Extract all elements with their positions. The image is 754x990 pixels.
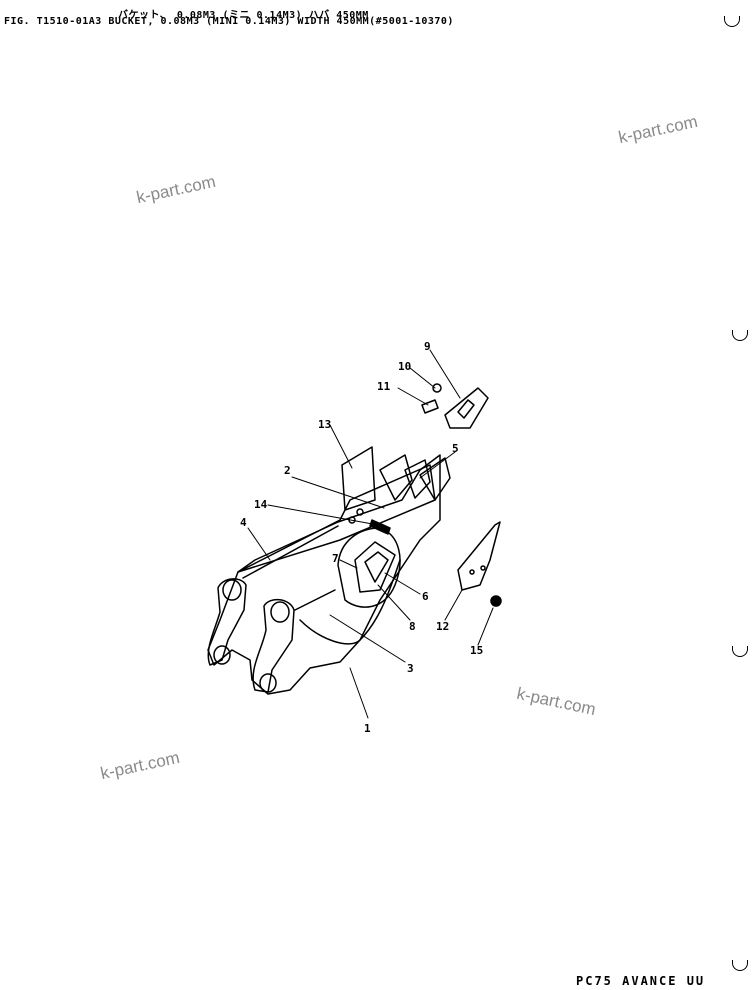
tooth-lock — [432, 383, 442, 393]
callout-11: 11 — [377, 380, 391, 393]
callout-10: 10 — [398, 360, 411, 373]
callout-4: 4 — [240, 516, 247, 529]
binder-hole — [732, 330, 748, 341]
side-strip — [242, 525, 339, 579]
nut — [490, 595, 502, 607]
side-cutter-right — [457, 521, 501, 591]
figure-title-japanese: バケット、 0.08M3 (ミニ 0.14M3) ハバ 450MM — [118, 10, 369, 21]
callout-8: 8 — [409, 620, 416, 633]
tooth — [379, 454, 413, 501]
inner-strip — [294, 589, 336, 611]
bolt — [369, 519, 391, 535]
callout-1: 1 — [364, 722, 371, 735]
bolt-hole — [480, 565, 486, 571]
callout-12: 12 — [436, 620, 449, 633]
pin-boss — [259, 673, 277, 693]
callout-3: 3 — [407, 662, 414, 675]
detached-tooth-slot — [457, 399, 475, 419]
model-footer: PC75 AVANCE UU — [576, 974, 706, 988]
binder-hole — [732, 960, 748, 971]
tooth — [419, 457, 451, 501]
callout-9: 9 — [424, 340, 431, 353]
pin-boss — [270, 601, 290, 623]
bucket-side-plate — [207, 454, 441, 695]
bucket-top-plate — [237, 464, 436, 573]
bucket-bottom — [299, 559, 401, 645]
tooth-pin — [421, 399, 439, 414]
pin-boss — [222, 579, 242, 601]
bolt-hole — [469, 569, 475, 575]
callout-5: 5 — [452, 442, 459, 455]
callout-7: 7 — [332, 552, 339, 565]
mount-bracket-left — [207, 578, 247, 666]
detached-tooth — [444, 387, 489, 429]
binder-hole — [724, 16, 740, 27]
callout-15: 15 — [470, 644, 483, 657]
callout-6: 6 — [422, 590, 429, 603]
callout-14: 14 — [254, 498, 268, 511]
pin-boss — [213, 645, 231, 665]
bucket-opening — [337, 527, 401, 608]
tooth — [404, 459, 431, 499]
callout-13: 13 — [318, 418, 331, 431]
callout-labels: 1 2 3 4 5 6 7 8 9 10 11 12 13 14 15 — [240, 340, 483, 735]
leader-lines — [247, 349, 494, 719]
adapter-slot — [364, 551, 389, 583]
callout-2: 2 — [284, 464, 291, 477]
mount-bracket-right — [252, 598, 295, 693]
binder-hole — [732, 646, 748, 657]
figure-title: FIG. T1510-01A3 BUCKET, 0.08M3 (MINI 0.1… — [4, 16, 454, 27]
side-cutter-left — [341, 446, 376, 511]
adapter-plate — [354, 541, 396, 593]
washer — [356, 508, 364, 516]
